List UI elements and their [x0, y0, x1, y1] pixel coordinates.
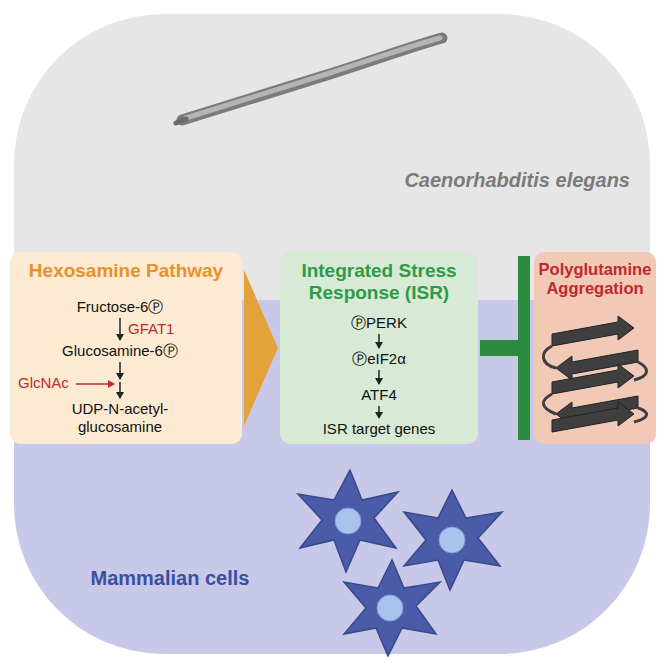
pathway-step: ATF4	[280, 386, 478, 404]
pathway-step: ISR target genes	[280, 420, 478, 438]
pathway-step: Fructose-6Ⓟ	[50, 298, 190, 316]
aggregation-box: Polyglutamine Aggregation	[534, 252, 656, 444]
worm-illustration	[176, 38, 442, 123]
organism-label: Caenorhabditis elegans	[400, 168, 630, 192]
activation-arrow	[244, 270, 278, 426]
pathway-arrows	[10, 252, 242, 492]
box-title: Integrated Stress Response (ISR)	[284, 260, 474, 304]
pathway-step: Glucosamine-6Ⓟ	[40, 342, 200, 360]
stress-response-box: Integrated Stress Response (ISR) ⓅPERK ⓅeI…	[280, 252, 478, 444]
pathway-step: ⓅeIF2α	[280, 350, 478, 368]
cell-type-label: Mammalian cells	[70, 566, 270, 590]
cell-illustration	[298, 470, 502, 656]
box-title: Polyglutamine Aggregation	[537, 260, 653, 298]
inhibition-connector	[480, 256, 530, 440]
pathway-step: ⓅPERK	[280, 314, 478, 332]
pathway-step: GlcNAc	[18, 374, 78, 392]
pathway-step: UDP-N-acetyl-glucosamine	[50, 400, 190, 436]
pathway-box: Hexosamine PathwayFructose-6Ⓟ GFAT1Glucos…	[10, 252, 242, 444]
box-title: Hexosamine Pathway	[10, 260, 242, 282]
pathway-step: GFAT1	[128, 320, 208, 338]
